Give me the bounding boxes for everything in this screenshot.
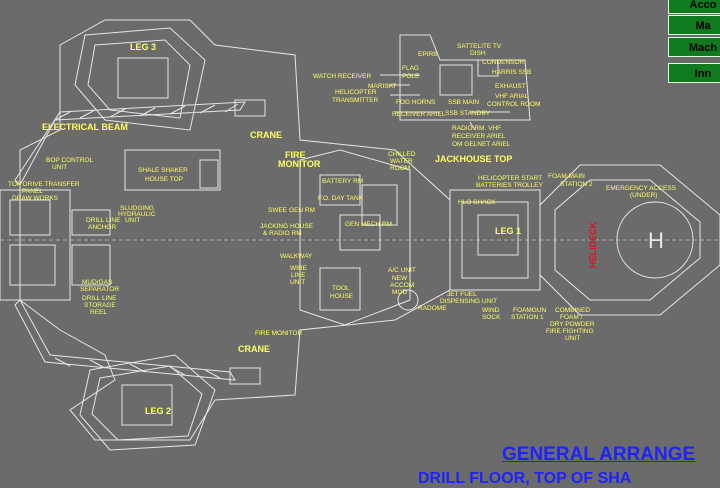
label-heli-tx-2: TRANSMITTER: [332, 97, 379, 104]
label-chilled-2: WATER: [390, 158, 413, 165]
nav-button-main[interactable]: Ma: [668, 15, 720, 35]
label-watch-receiver: WATCH RECEIVER: [313, 73, 371, 80]
label-drill-reel-3: REEL: [90, 309, 107, 316]
label-ssb-main: SSB MAIN: [448, 99, 479, 106]
label-crane-top: CRANE: [250, 130, 282, 140]
label-jacking: JACKING HOUSE: [260, 223, 314, 230]
label-foam-1-2: STATION 1: [511, 314, 544, 321]
label-combined-2: FOAM /: [560, 314, 583, 321]
label-bop-control: BOP CONTROL: [46, 157, 94, 164]
label-combined: COMBINED: [555, 307, 590, 314]
label-drill-reel-2: STORAGE: [84, 302, 116, 309]
label-top-drive-2: PANEL: [22, 188, 43, 195]
label-receiver-ariel: RECEIVER ARIEL: [392, 111, 446, 118]
label-heli-start-2: BATTERIES TROLLEY: [476, 182, 544, 189]
label-drill-reel: DRILL LINE: [82, 295, 117, 302]
label-jet-fuel: JET FUEL: [447, 291, 477, 298]
label-jet-fuel-2: DISPENSING UNIT: [440, 298, 497, 305]
label-ac-unit: A/C UNIT: [388, 267, 416, 274]
label-drill-line: DRILL LINE: [86, 217, 121, 224]
label-mud-gas: MUD/GAS: [82, 279, 113, 286]
helideck-marking: HELIDECK: [588, 221, 598, 268]
label-sludging-2: HYDRAULIC: [118, 211, 156, 218]
label-flag-pole-2: POLE: [402, 73, 420, 80]
label-emergency: EMERGENCY ACCESS: [606, 185, 677, 192]
label-epirb: EPIRB: [418, 51, 438, 58]
label-battery: BATTERY RM: [322, 178, 363, 185]
label-tool-house: TOOL: [332, 285, 350, 292]
label-wireline: WIRE: [290, 265, 308, 272]
label-radio-rm-vhf: RADIO RM. VHF: [452, 125, 501, 132]
label-jacking-2: & RADIO RM: [263, 230, 302, 237]
label-marisat: MARISAT: [368, 83, 396, 90]
label-hlo-shack: HLO SHACK: [458, 199, 496, 206]
label-wind-sock-2: SOCK: [482, 314, 501, 321]
label-ssb-standby: SSB STANDBY: [445, 110, 491, 117]
label-shale-shaker-2: HOUSE TOP: [145, 176, 183, 183]
label-combined-5: UNIT: [565, 335, 580, 342]
label-combined-3: DRY POWDER: [550, 321, 595, 328]
label-sludging: SLUDGING: [120, 205, 154, 212]
label-om-gelnet: OM GELNET ARIEL: [452, 141, 511, 148]
label-wind-sock: WIND: [482, 307, 500, 314]
label-leg1: LEG 1: [495, 226, 521, 236]
label-crane-bottom: CRANE: [238, 344, 270, 354]
label-chilled: CHILLED: [388, 151, 416, 158]
label-mud-gas-2: SEPARATOR: [80, 286, 119, 293]
title-drill-floor[interactable]: DRILL FLOOR, TOP OF SHA: [418, 470, 632, 487]
label-jackhouse-top: JACKHOUSE TOP: [435, 154, 512, 164]
nav-button-machinery[interactable]: Mach: [668, 37, 720, 57]
label-condensor: CONDENSOR: [482, 59, 525, 66]
label-electrical-beam: ELECTRICAL BEAM: [42, 122, 128, 132]
label-tool-house-2: HOUSE: [330, 293, 354, 300]
label-flag-pole: FLAG: [402, 65, 419, 72]
label-heli-tx: HELICOPTER: [335, 89, 377, 96]
label-bop-control-2: UNIT: [52, 164, 67, 171]
label-fire-monitor-top: FIRE: [285, 150, 306, 160]
label-harris-ssb: HARRIS SSB: [492, 69, 531, 76]
label-new-accom: NEW: [392, 275, 408, 282]
label-heli-start: HELICOPTER START: [478, 175, 542, 182]
label-leg2: LEG 2: [145, 406, 171, 416]
label-radome: RADOME: [418, 305, 447, 312]
label-exhaust: EXHAUST: [495, 83, 526, 90]
label-day-tank: F.O. DAY TANK: [318, 195, 364, 202]
label-emergency-2: (UNDER): [630, 192, 657, 199]
label-draw-works: DRAW WORKS: [12, 195, 59, 202]
label-shale-shaker: SHALE SHAKER: [138, 167, 188, 174]
label-receiver-ariel-2: RECEIVER ARIEL: [452, 133, 506, 140]
label-fire-monitor-bottom: FIRE MONITOR: [255, 330, 302, 337]
nav-button-accommodation[interactable]: Acco: [668, 0, 720, 14]
label-gen-mech: GEN MECH RM: [345, 221, 392, 228]
label-sludging-3: UNIT: [125, 217, 140, 224]
label-vhf-arial: VHF ARIAL: [495, 93, 529, 100]
label-sat-tv-2: DISH: [470, 50, 486, 57]
label-sat-tv: SATTELITE TV: [457, 43, 502, 50]
title-general-arrangement[interactable]: GENERAL ARRANGE: [502, 444, 696, 465]
helipad-h: H: [648, 228, 664, 253]
label-swee-gen: SWEE GEN RM: [268, 207, 315, 214]
label-leg3: LEG 3: [130, 42, 156, 52]
label-new-accom-3: MOD: [392, 289, 407, 296]
label-fog-horns: FOG HORNS: [396, 99, 436, 106]
label-wireline-2: LINE: [291, 272, 306, 279]
label-foam-main: FOAM MAIN: [548, 173, 585, 180]
label-drill-line-2: ANCHOR: [88, 224, 116, 231]
label-top-drive: TOP DRIVE TRANSFER: [8, 181, 80, 188]
label-wireline-3: UNIT: [290, 279, 305, 286]
label-foam-main-2: STATION 2: [560, 181, 593, 188]
label-new-accom-2: ACCOM: [390, 282, 414, 289]
label-fire-monitor-top2: MONITOR: [278, 159, 321, 169]
nav-button-inner[interactable]: Inn: [668, 63, 720, 83]
label-combined-4: FIRE FIGHTING: [546, 328, 594, 335]
label-walkway: WALKWAY: [280, 253, 313, 260]
label-chilled-3: ROOM: [390, 165, 410, 172]
label-vhf-arial-2: CONTROL ROOM: [487, 101, 541, 108]
label-foam-1: FOAMGUN: [513, 307, 547, 314]
